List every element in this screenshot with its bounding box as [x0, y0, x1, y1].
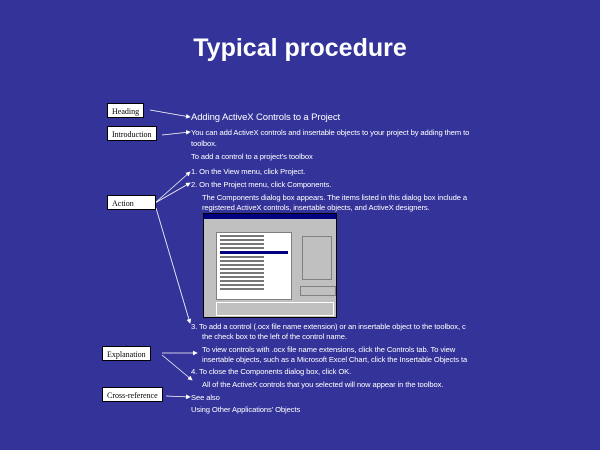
- see-also-link[interactable]: Using Other Applications' Objects: [191, 405, 301, 414]
- slide-title: Typical procedure: [193, 34, 407, 62]
- label-heading: Heading: [107, 103, 145, 118]
- arrow-introduction: [161, 130, 191, 136]
- step-1: 1. On the View menu, click Project.: [191, 167, 306, 176]
- step-2: 2. On the Project menu, click Components…: [191, 180, 332, 189]
- label-explanation: Explanation: [102, 346, 151, 361]
- arrow-action-3: [155, 207, 192, 324]
- step-4-note: All of the ActiveX controls that you sel…: [202, 380, 444, 389]
- label-cross-reference: Cross-reference: [102, 387, 163, 402]
- see-also-label: See also: [191, 393, 220, 402]
- components-dialog-screenshot: [203, 213, 337, 318]
- step-4: 4. To close the Components dialog box, c…: [191, 367, 352, 376]
- label-introduction: Introduction: [107, 126, 157, 141]
- procedure-heading: Adding ActiveX Controls to a Project: [191, 112, 341, 123]
- step-3-line-1: 3. To add a control (.ocx file name exte…: [191, 322, 466, 331]
- arrow-explanation-2: [161, 354, 193, 381]
- lead-text: To add a control to a project's toolbox: [191, 152, 313, 161]
- intro-line-1: You can add ActiveX controls and inserta…: [191, 128, 470, 137]
- step-2-note-2: registered ActiveX controls, insertable …: [202, 203, 430, 212]
- explanation-line-2: insertable objects, such as a Microsoft …: [202, 355, 468, 364]
- arrow-action-2: [154, 182, 191, 204]
- label-action: Action: [107, 195, 156, 210]
- arrow-heading: [149, 109, 191, 119]
- arrow-cross-reference: [165, 394, 191, 400]
- step-3-line-2: the check box to the left of the control…: [202, 332, 347, 341]
- explanation-line-1: To view controls with .ocx file name ext…: [202, 345, 456, 354]
- intro-line-2: toolbox.: [191, 139, 217, 148]
- step-2-note-1: The Components dialog box appears. The i…: [202, 193, 467, 202]
- arrow-action-1: [154, 171, 191, 204]
